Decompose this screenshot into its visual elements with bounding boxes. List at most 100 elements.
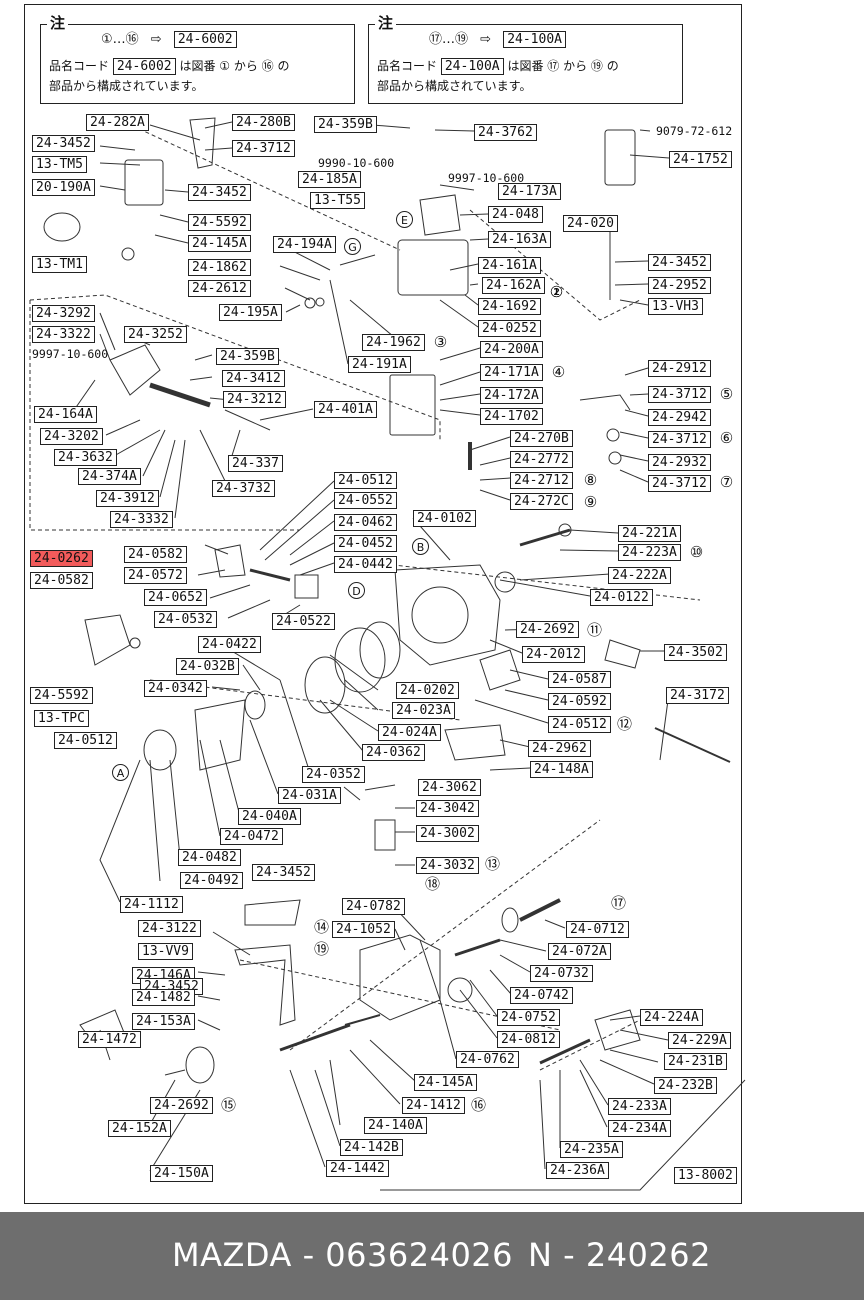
part-label: 24-3042 [416, 800, 479, 817]
part-label: 24-374A [78, 468, 141, 485]
part-label: 24-0712 [566, 921, 629, 938]
part-label: 24-162A [482, 277, 545, 294]
part-label: 24-3712 [648, 431, 711, 448]
note-range-row: ①…⑯ ⇨ 24-6002 [101, 31, 237, 49]
part-label: 24-3212 [223, 391, 286, 408]
part-label: 24-023A [392, 702, 455, 719]
part-label: 24-231B [664, 1053, 727, 1070]
part-label: 24-0122 [590, 589, 653, 606]
diagram-frame [24, 4, 742, 1204]
callout-marker: B [412, 538, 429, 555]
part-label: 24-1752 [669, 151, 732, 168]
note-line3: 部品から構成されています。 [377, 79, 532, 93]
part-label: 9079-72-612 [656, 124, 733, 138]
part-label: 24-020 [563, 215, 618, 232]
part-label: 24-3912 [96, 490, 159, 507]
part-label: 24-040A [238, 808, 301, 825]
part-label: 24-0582 [124, 546, 187, 563]
part-label: 13-TPC [34, 710, 89, 727]
part-label: 24-359B [314, 116, 377, 133]
part-label: 24-280B [232, 114, 295, 131]
part-label: 24-270B [510, 430, 573, 447]
part-label: 24-2962 [528, 740, 591, 757]
callout-marker: G [344, 238, 361, 255]
part-label: 24-1962 [362, 334, 425, 351]
part-label-highlighted: 24-0262 [30, 550, 93, 567]
part-label: 24-229A [668, 1032, 731, 1049]
part-label: 24-164A [34, 406, 97, 423]
part-label: 24-3452 [252, 864, 315, 881]
part-label: 24-0572 [124, 567, 187, 584]
part-label: 24-3292 [32, 305, 95, 322]
part-label: 24-235A [560, 1141, 623, 1158]
part-label: 24-2692 [150, 1097, 213, 1114]
part-label: 24-1862 [188, 259, 251, 276]
part-label: 24-1702 [480, 408, 543, 425]
part-label: 24-173A [498, 183, 561, 200]
part-label: 13-T55 [310, 192, 365, 209]
callout-marker: E [396, 211, 413, 228]
part-label: 24-3712 [648, 475, 711, 492]
part-label: 24-2912 [648, 360, 711, 377]
part-label: 24-150A [150, 1165, 213, 1182]
part-label: 24-0512 [548, 716, 611, 733]
part-label: 24-2712 [510, 472, 573, 489]
part-label: 24-0812 [497, 1031, 560, 1048]
part-label: 13-VV9 [138, 943, 193, 960]
callout-marker: ⑫ [616, 715, 632, 733]
arrow-right-icon: ⇨ [150, 32, 162, 47]
part-label: 24-401A [314, 401, 377, 418]
part-label: 24-236A [546, 1162, 609, 1179]
part-label: 24-3122 [138, 920, 201, 937]
callout-marker: ⑱ [424, 875, 440, 893]
footer-bar: MAZDA - 063624026 N - 240262 [0, 1212, 864, 1300]
part-label: 24-3452 [32, 135, 95, 152]
part-label: 9997-10-600 [448, 171, 525, 185]
part-label: 24-2772 [510, 451, 573, 468]
part-label: 24-223A [618, 544, 681, 561]
part-label: 24-0102 [413, 510, 476, 527]
part-label: 24-224A [640, 1009, 703, 1026]
note-box-left: 注 ①…⑯ ⇨ 24-6002 品名コード 24-6002 は図番 ① から ⑯… [40, 14, 355, 104]
part-label: 24-3712 [232, 140, 295, 157]
part-label: 24-3732 [212, 480, 275, 497]
part-label: 24-3762 [474, 124, 537, 141]
part-label: 24-0522 [272, 613, 335, 630]
part-label: 24-3252 [124, 326, 187, 343]
part-label: 24-0342 [144, 680, 207, 697]
callout-marker: ⑬ [484, 855, 500, 873]
part-label: 24-337 [228, 455, 283, 472]
part-label: 24-031A [278, 787, 341, 804]
part-label: 24-032B [176, 658, 239, 675]
part-label: 24-3322 [32, 326, 95, 343]
part-label: 24-3002 [416, 825, 479, 842]
part-label: 24-140A [364, 1117, 427, 1134]
part-label: 24-3062 [418, 779, 481, 796]
part-label: 24-142B [340, 1139, 403, 1156]
part-label: 24-359B [216, 348, 279, 365]
callout-marker: ⑰ [610, 894, 626, 912]
part-label: 24-3202 [40, 428, 103, 445]
callout-marker: ⑯ [470, 1096, 486, 1114]
part-label: 24-2612 [188, 280, 251, 297]
part-label: 24-194A [273, 236, 336, 253]
callout-marker: ⑲ [313, 940, 329, 958]
footer-brand-part-number: MAZDA - 063624026 [172, 1236, 514, 1274]
callout-marker: ⑭ [313, 918, 329, 936]
part-label: 24-0732 [530, 965, 593, 982]
part-label: 24-0352 [302, 766, 365, 783]
part-label: 24-148A [530, 761, 593, 778]
part-label: 24-0652 [144, 589, 207, 606]
part-label: 24-0532 [154, 611, 217, 628]
part-label: 24-222A [608, 567, 671, 584]
part-label: 20-190A [32, 179, 95, 196]
part-label: 24-1692 [478, 298, 541, 315]
part-label: 9997-10-600 [32, 347, 109, 361]
note-range: ⑰…⑲ [429, 32, 469, 47]
part-label: 24-185A [298, 171, 361, 188]
part-label: 13-TM5 [32, 156, 87, 173]
part-label: 24-3032 [416, 857, 479, 874]
part-label: 24-0472 [220, 828, 283, 845]
note-code-ref: 24-6002 [112, 58, 176, 75]
arrow-right-icon: ⇨ [480, 32, 492, 47]
